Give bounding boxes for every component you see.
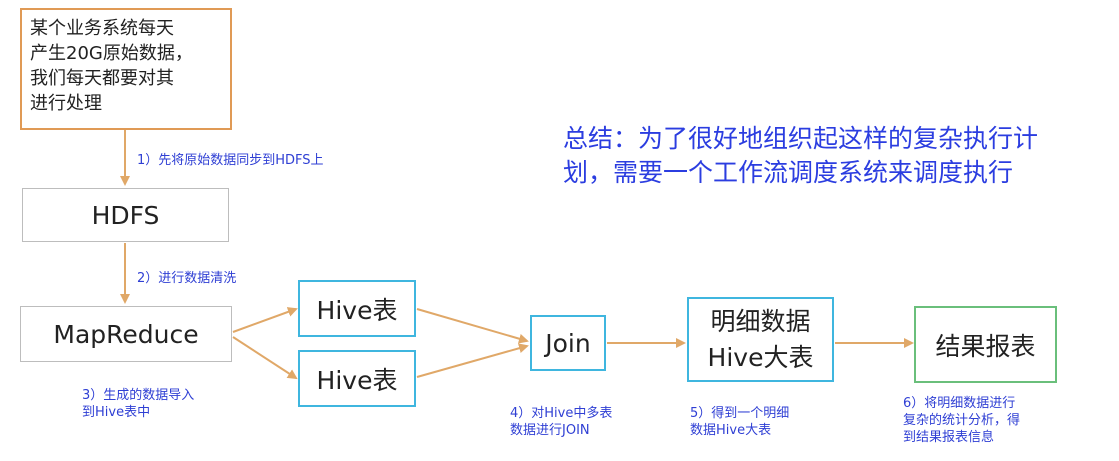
hive-table-2-label: Hive表 — [316, 365, 398, 395]
join-node: Join — [530, 315, 606, 371]
detail-table-node: 明细数据 Hive大表 — [687, 297, 834, 382]
report-label: 结果报表 — [935, 331, 1036, 361]
hdfs-node: HDFS — [22, 188, 229, 242]
step-1-label: 1）先将原始数据同步到HDFS上 — [137, 153, 324, 168]
hdfs-label: HDFS — [91, 200, 160, 230]
edge-hive2-join — [416, 343, 529, 378]
detail-table-label: 明细数据 Hive大表 — [707, 306, 814, 372]
step-2-label: 2）进行数据清洗 — [137, 271, 237, 286]
step-5-label: 5）得到一个明细 数据Hive大表 — [690, 406, 790, 438]
source-system-text: 某个业务系统每天 产生20G原始数据， 我们每天都要对其 进行处理 — [30, 18, 193, 114]
hive-table-node-1: Hive表 — [298, 280, 416, 337]
step-3-label: 3）生成的数据导入 到Hive表中 — [82, 388, 195, 420]
report-node: 结果报表 — [914, 306, 1057, 383]
edge-hive1-join — [416, 308, 529, 344]
hive-table-1-label: Hive表 — [316, 295, 398, 325]
mapreduce-node: MapReduce — [20, 306, 232, 362]
summary-text: 总结：为了很好地组织起这样的复杂执行计 划，需要一个工作流调度系统来调度执行 — [563, 124, 1039, 187]
hive-table-node-2: Hive表 — [298, 350, 416, 407]
edge-mapreduce-hive2 — [232, 336, 298, 380]
step-4-label: 4）对Hive中多表 数据进行JOIN — [510, 406, 613, 438]
edge-mapreduce-hive1 — [232, 307, 298, 333]
source-system-node: 某个业务系统每天 产生20G原始数据， 我们每天都要对其 进行处理 — [20, 8, 232, 130]
step-6-label: 6）将明细数据进行 复杂的统计分析，得 到结果报表信息 — [903, 396, 1021, 445]
join-label: Join — [545, 328, 591, 358]
mapreduce-label: MapReduce — [53, 319, 199, 349]
